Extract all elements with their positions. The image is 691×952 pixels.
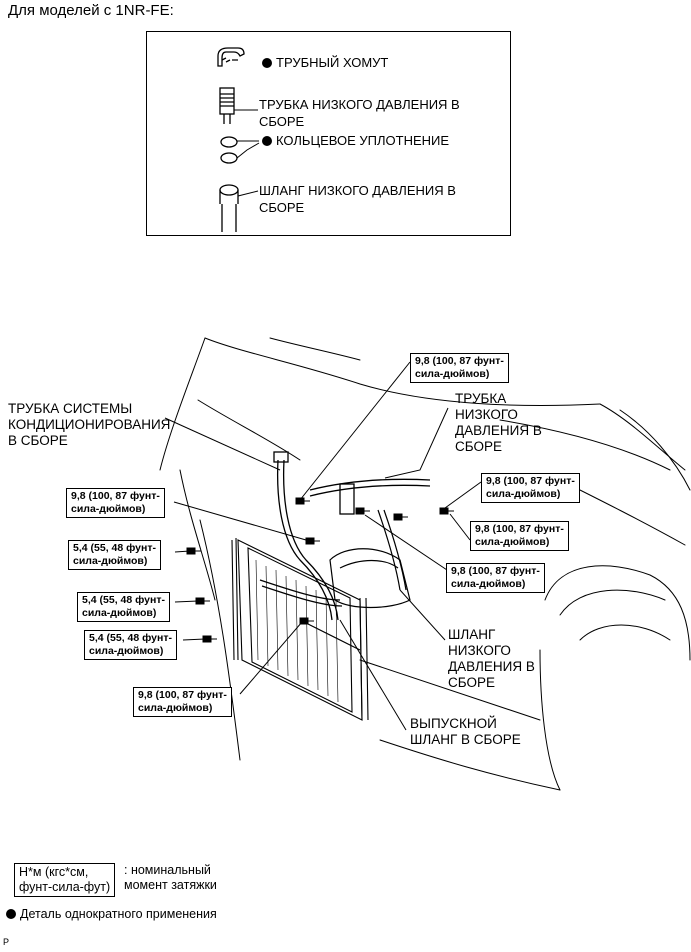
non-reusable-key: Деталь однократного применения bbox=[6, 907, 217, 921]
vehicle-body-outline bbox=[159, 337, 691, 791]
compressor-assembly bbox=[259, 509, 411, 651]
condenser bbox=[231, 537, 369, 721]
bolt-icon bbox=[195, 597, 210, 605]
legend-pipe-clamp-label: ТРУБНЫЙ ХОМУТ bbox=[276, 55, 389, 70]
bolt-icon bbox=[439, 507, 454, 515]
callout-low-pressure-hose: ШЛАНГ НИЗКОГО ДАВЛЕНИЯ В СБОРЕ bbox=[448, 627, 535, 690]
torque-unit-description: : номинальный момент затяжки bbox=[124, 863, 217, 892]
callout-ac-tube: ТРУБКА СИСТЕМЫ КОНДИЦИОНИРОВАНИЯ В СБОРЕ bbox=[8, 401, 171, 448]
torque-spec-label: 9,8 (100, 87 фунт- сила-дюймов) bbox=[481, 473, 580, 503]
bolt-icon bbox=[299, 617, 314, 625]
legend-low-pressure-hose: ШЛАНГ НИЗКОГО ДАВЛЕНИЯ В СБОРЕ bbox=[259, 183, 456, 215]
bolt-icon bbox=[295, 497, 310, 505]
torque-spec-label: 9,8 (100, 87 фунт- сила-дюймов) bbox=[470, 521, 569, 551]
non-reusable-dot-icon bbox=[262, 136, 272, 146]
legend-o-ring: КОЛЬЦЕВОЕ УПЛОТНЕНИЕ bbox=[262, 132, 449, 149]
non-reusable-dot-icon bbox=[262, 58, 272, 68]
torque-spec-label: 5,4 (55, 48 фунт- сила-дюймов) bbox=[77, 592, 170, 622]
torque-spec-label: 9,8 (100, 87 фунт- сила-дюймов) bbox=[133, 687, 232, 717]
callout-discharge-hose: ВЫПУСКНОЙ ШЛАНГ В СБОРЕ bbox=[410, 716, 521, 747]
torque-spec-label: 9,8 (100, 87 фунт- сила-дюймов) bbox=[410, 353, 509, 383]
bolt-icon bbox=[305, 537, 320, 545]
low-pressure-pipe-icon bbox=[219, 87, 235, 124]
torque-unit-key: Н*м (кгс*см, фунт-сила-фут) bbox=[14, 863, 116, 897]
torque-spec-label: 5,4 (55, 48 фунт- сила-дюймов) bbox=[68, 540, 161, 570]
non-reusable-label: Деталь однократного применения bbox=[20, 907, 217, 921]
torque-spec-label: 5,4 (55, 48 фунт- сила-дюймов) bbox=[84, 630, 177, 660]
page-heading: Для моделей с 1NR-FE: bbox=[8, 2, 174, 19]
bolt-icon bbox=[393, 513, 408, 521]
bolt-icon bbox=[355, 507, 370, 515]
legend-low-pressure-pipe: ТРУБКА НИЗКОГО ДАВЛЕНИЯ В СБОРЕ bbox=[259, 97, 460, 129]
legend-o-ring-label: КОЛЬЦЕВОЕ УПЛОТНЕНИЕ bbox=[276, 133, 450, 148]
corner-mark: P bbox=[3, 937, 10, 947]
bolts bbox=[186, 497, 454, 643]
pipe-clamp-icon bbox=[217, 47, 245, 67]
leader-lines bbox=[164, 361, 482, 731]
bolt-icon bbox=[202, 635, 217, 643]
legend-pipe-clamp: ТРУБНЫЙ ХОМУТ bbox=[262, 54, 388, 71]
callout-low-pressure-pipe: ТРУБКА НИЗКОГО ДАВЛЕНИЯ В СБОРЕ bbox=[455, 391, 542, 454]
low-pressure-hose-icon bbox=[219, 184, 239, 232]
torque-spec-label: 9,8 (100, 87 фунт- сила-дюймов) bbox=[446, 563, 545, 593]
parts-legend-box bbox=[146, 31, 511, 236]
low-pressure-pipe bbox=[309, 478, 431, 515]
torque-spec-label: 9,8 (100, 87 фунт- сила-дюймов) bbox=[66, 488, 165, 518]
non-reusable-dot-icon bbox=[6, 909, 16, 919]
